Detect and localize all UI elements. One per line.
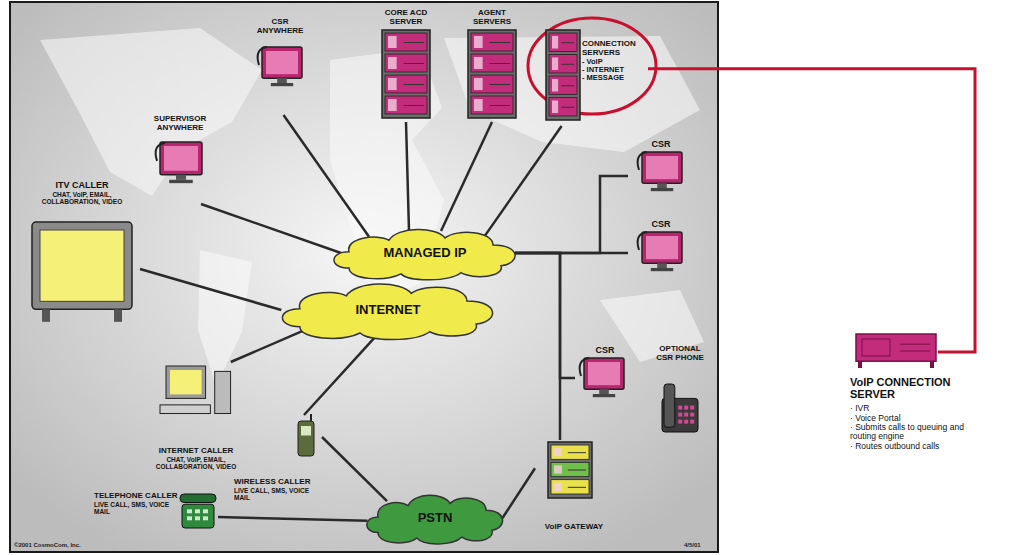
gateway-rack: VoIP GATEWAY bbox=[535, 440, 613, 534]
node-detail: - INTERNET bbox=[582, 66, 624, 74]
network-cloud: MANAGED IP bbox=[325, 224, 525, 282]
node-detail: - VoIP bbox=[582, 58, 603, 66]
csr-workstation: CSR bbox=[628, 138, 694, 208]
node-label: AGENT SERVERS bbox=[461, 9, 523, 27]
tv-icon bbox=[32, 222, 132, 322]
caller-device: TELEPHONE CALLERLIVE CALL, SMS, VOICE MA… bbox=[92, 486, 218, 548]
monitor-icon bbox=[580, 358, 624, 397]
connector-line bbox=[515, 253, 560, 440]
rack-icon bbox=[548, 442, 592, 498]
diagram-frame bbox=[10, 2, 718, 552]
leader-line bbox=[938, 351, 970, 354]
connector-line bbox=[322, 437, 387, 501]
node-label: CONNECTION SERVERS bbox=[582, 40, 644, 58]
connector-line bbox=[231, 329, 307, 362]
server-rack: CONNECTION SERVERS- VoIP- INTERNET- MESS… bbox=[540, 22, 648, 126]
node-detail: LIVE CALL, SMS, VOICE MAIL bbox=[94, 501, 178, 515]
node-label: CSR bbox=[595, 346, 614, 356]
node-label: MANAGED IP bbox=[383, 246, 466, 260]
csr-workstation: CSR bbox=[575, 345, 635, 412]
icons bbox=[32, 30, 936, 528]
server-rack: AGENT SERVERS bbox=[458, 6, 526, 122]
network-cloud: INTERNET bbox=[272, 278, 504, 342]
monitor-icon bbox=[156, 142, 202, 183]
rack-icon bbox=[546, 30, 580, 120]
connector-line bbox=[503, 468, 536, 518]
world-map bbox=[40, 28, 704, 386]
rack-icon bbox=[382, 30, 430, 118]
node-label: TELEPHONE CALLER bbox=[94, 492, 178, 501]
csr-workstation: CSR ANYWHERE bbox=[245, 15, 315, 115]
node-label: WIRELESS CALLER bbox=[234, 478, 310, 487]
deskphone-icon bbox=[662, 384, 698, 432]
node-detail: · Voice Portal bbox=[850, 414, 901, 423]
telephone-icon bbox=[180, 494, 216, 528]
connector-line bbox=[515, 253, 575, 378]
node-detail: LIVE CALL, SMS, VOICE MAIL bbox=[234, 487, 320, 501]
node-label: PSTN bbox=[418, 511, 453, 525]
node-label: VoIP GATEWAY bbox=[545, 523, 603, 532]
connector-line bbox=[201, 204, 341, 253]
node-detail: · Submits calls to queuing and routing e… bbox=[850, 423, 968, 442]
node-detail: - MESSAGE bbox=[582, 74, 624, 82]
connector-line bbox=[218, 517, 368, 521]
cellphone-icon bbox=[298, 414, 314, 456]
copyright-note: ©2001 CosmoCom, Inc. bbox=[14, 542, 81, 548]
connector-line bbox=[284, 115, 370, 237]
node-detail: · IVR bbox=[850, 404, 869, 413]
connector-line bbox=[648, 69, 975, 352]
server-icon bbox=[856, 334, 936, 368]
node-detail: CHAT, VoIP, EMAIL, COLLABORATION, VIDEO bbox=[140, 456, 252, 470]
computer-icon bbox=[160, 366, 231, 414]
node-detail: CHAT, VoIP, EMAIL, COLLABORATION, VIDEO bbox=[27, 191, 137, 205]
connector-line bbox=[406, 122, 409, 231]
csr-workstation: CSR bbox=[628, 218, 694, 288]
connector-line bbox=[140, 269, 281, 310]
supervisor-workstation: SUPERVISOR ANYWHERE bbox=[138, 112, 222, 204]
csr-phone: OPTIONAL CSR PHONE bbox=[648, 343, 712, 439]
node-label: OPTIONAL CSR PHONE bbox=[651, 345, 709, 363]
node-label: CORE ACD SERVER bbox=[375, 9, 437, 27]
node-label: CSR bbox=[651, 140, 670, 150]
node-label: SUPERVISOR ANYWHERE bbox=[140, 115, 220, 133]
node-label: INTERNET bbox=[356, 303, 421, 317]
date-note: 4/5/01 bbox=[684, 542, 701, 548]
node-label: CSR bbox=[651, 220, 670, 230]
node-label: ITV CALLER bbox=[56, 181, 109, 191]
caller-device: WIRELESS CALLERLIVE CALL, SMS, VOICE MAI… bbox=[232, 415, 322, 503]
node-detail: · Routes outbound calls bbox=[850, 442, 939, 451]
connector-line bbox=[304, 336, 376, 415]
connector-line bbox=[441, 122, 492, 231]
node-label: INTERNET CALLER bbox=[159, 447, 234, 456]
callout-box: VoIP CONNECTION SERVER · IVR· Voice Porta… bbox=[846, 330, 970, 548]
node-label: CSR ANYWHERE bbox=[250, 18, 310, 36]
caller-device: INTERNET CALLERCHAT, VoIP, EMAIL, COLLAB… bbox=[138, 362, 254, 472]
monitor-icon bbox=[638, 152, 682, 191]
rack-icon bbox=[468, 30, 516, 118]
connector-line bbox=[485, 126, 562, 236]
caller-device: ITV CALLERCHAT, VoIP, EMAIL, COLLABORATI… bbox=[24, 178, 140, 360]
server-rack: CORE ACD SERVER bbox=[372, 6, 440, 122]
node-label: VoIP CONNECTION SERVER bbox=[850, 376, 968, 400]
network-cloud: PSTN bbox=[360, 490, 510, 546]
connector-line bbox=[515, 176, 628, 253]
monitor-icon bbox=[258, 47, 302, 86]
monitor-icon bbox=[638, 232, 682, 271]
